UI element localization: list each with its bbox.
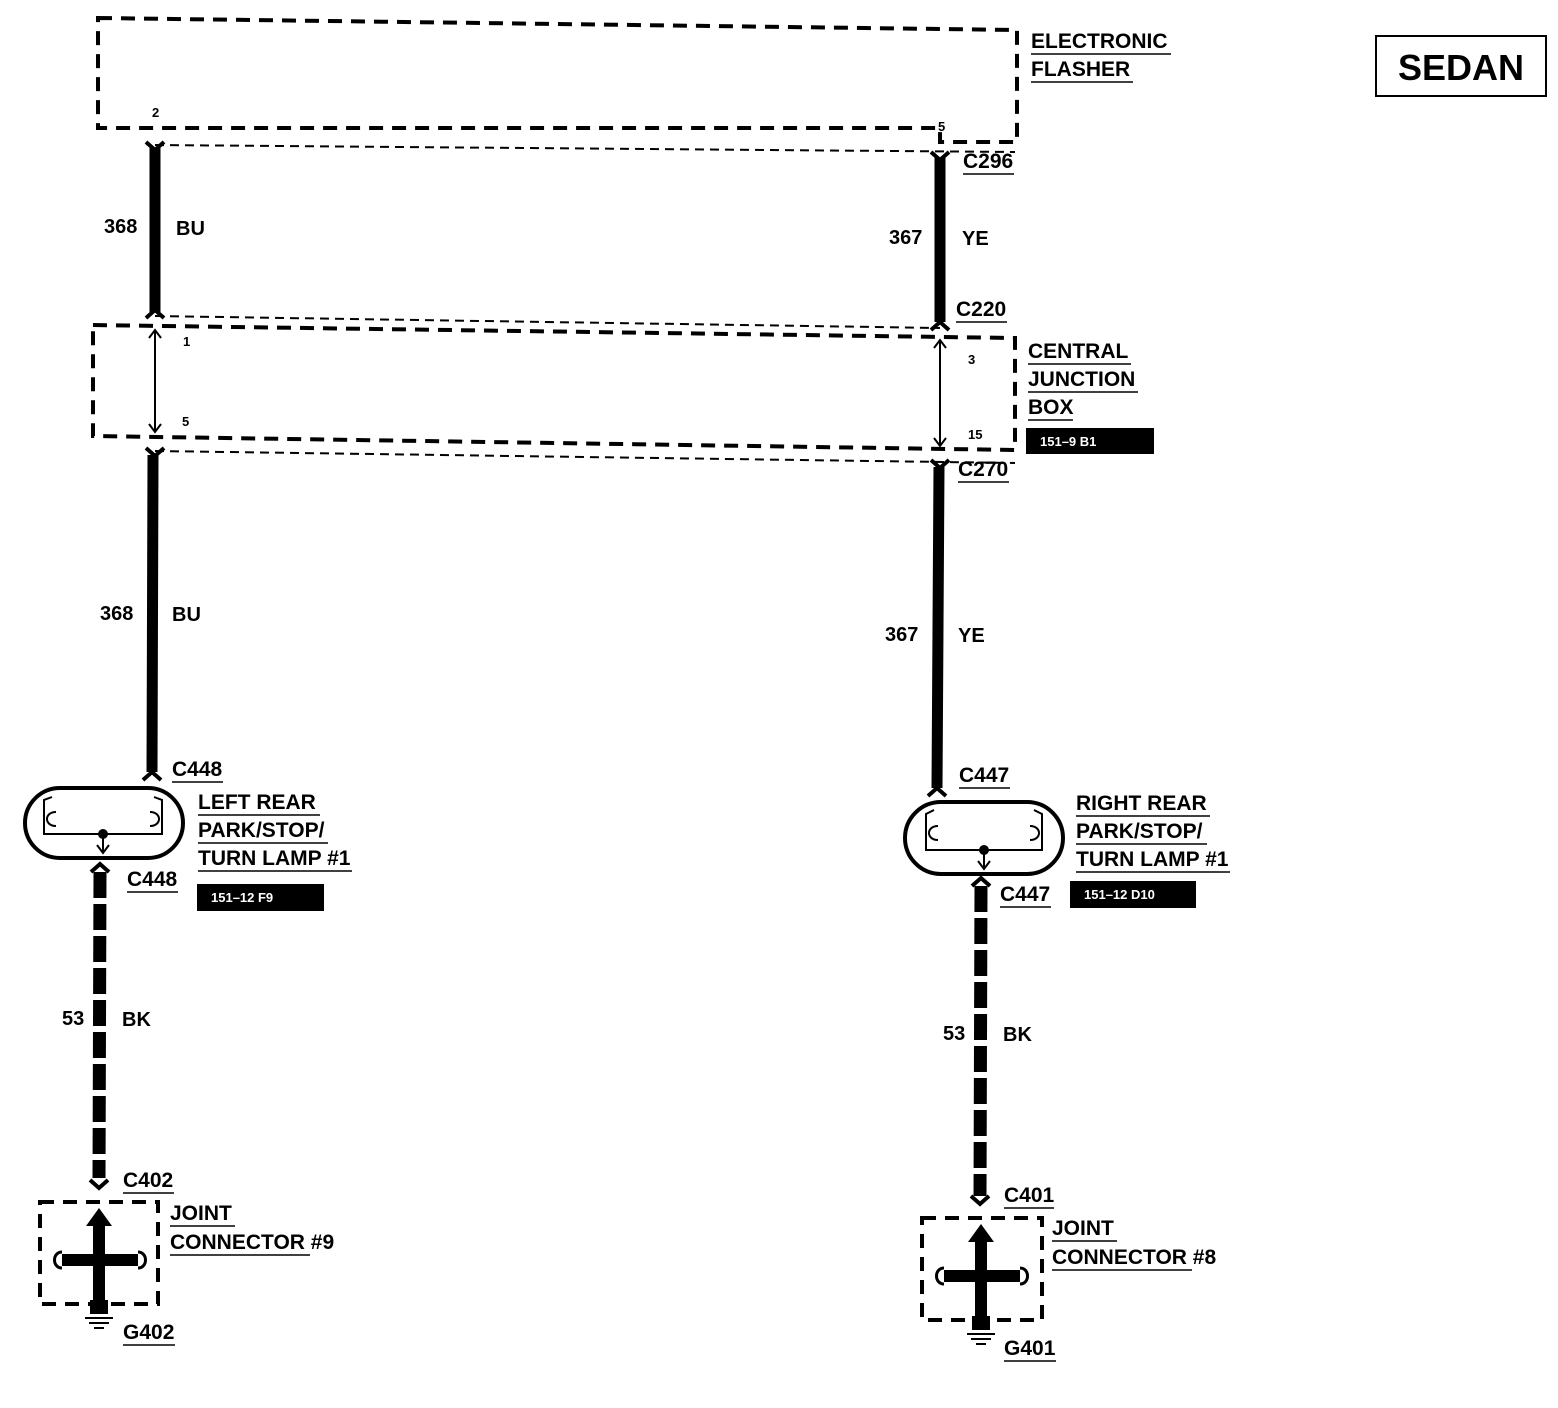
right-lamp-label-2: PARK/STOP/: [1076, 820, 1203, 843]
wire-right-lower-color: YE: [958, 625, 985, 647]
right-lamp-ref-box: [1070, 881, 1196, 908]
joint-8-label-1: JOINT: [1052, 1217, 1114, 1240]
joint-connector-8: JOINT CONNECTOR #8 G401: [920, 1216, 1216, 1362]
connector-c220: C220: [956, 298, 1006, 321]
left-rear-lamp: LEFT REAR PARK/STOP/ TURN LAMP #1 151–12…: [23, 786, 352, 911]
connector-c448-bottom: C448: [127, 868, 178, 891]
connector-c448-top: C448: [172, 758, 223, 781]
right-lamp-label-1: RIGHT REAR: [1076, 792, 1207, 815]
connector-c401: C401: [1004, 1184, 1055, 1207]
right-lamp-label-3: TURN LAMP #1: [1076, 848, 1229, 871]
flasher-label-2: FLASHER: [1031, 58, 1130, 81]
wire-left-ground-circuit: 53: [62, 1008, 84, 1030]
harness-line-c270: [154, 450, 1016, 464]
wire-right-lower: 367 YE C270 C447: [885, 458, 1010, 798]
wire-right-ground: 53 BK C447 C401: [943, 875, 1055, 1209]
central-junction-box: 1 5 3 15 CENTRAL JUNCTION BOX 151–9 B1: [91, 322, 1154, 454]
wire-right-ground-color: BK: [1003, 1024, 1032, 1046]
connector-c270: C270: [958, 458, 1008, 481]
wire-right-ground-circuit: 53: [943, 1023, 965, 1045]
flasher-pin-right: 5: [938, 119, 945, 134]
cjb-label-1: CENTRAL: [1028, 340, 1128, 363]
flasher-label-1: ELECTRONIC: [1031, 30, 1168, 53]
wire-left-ground-color: BK: [122, 1009, 151, 1031]
wire-right-upper: 367 YE C296 C220: [889, 150, 1014, 332]
electronic-flasher: ELECTRONIC FLASHER 2 5: [96, 15, 1171, 144]
left-lamp-label-2: PARK/STOP/: [198, 819, 325, 842]
connector-c447-bottom: C447: [1000, 883, 1050, 906]
ground-g402: G402: [123, 1321, 174, 1344]
joint-9-label-1: JOINT: [170, 1202, 232, 1225]
flasher-pin-left: 2: [152, 105, 159, 120]
wire-right-upper-circuit: 367: [889, 227, 922, 249]
wire-left-upper-circuit: 368: [104, 216, 137, 238]
left-lamp-ref: 151–12 F9: [211, 890, 273, 905]
cjb-label-2: JUNCTION: [1028, 368, 1135, 391]
cjb-pin-right-top: 3: [968, 352, 975, 367]
wire-left-lower-color: BU: [172, 604, 201, 626]
harness-line-c220: [154, 315, 941, 329]
connector-c402: C402: [123, 1169, 173, 1192]
joint-9-label-2: CONNECTOR #9: [170, 1231, 334, 1254]
sedan-badge-text: SEDAN: [1398, 47, 1524, 88]
cjb-pin-right-bottom: 15: [968, 427, 982, 442]
cjb-ref: 151–9 B1: [1040, 434, 1096, 449]
wire-left-upper: 368 BU: [104, 140, 205, 320]
cjb-label-3: BOX: [1028, 396, 1074, 419]
wire-right-upper-color: YE: [962, 228, 989, 250]
wire-right-lower-circuit: 367: [885, 624, 918, 646]
right-rear-lamp: RIGHT REAR PARK/STOP/ TURN LAMP #1 151–1…: [903, 792, 1230, 908]
left-lamp-ref-box: [197, 884, 324, 911]
ground-g401: G401: [1004, 1337, 1056, 1360]
right-lamp-ref: 151–12 D10: [1084, 887, 1155, 902]
connector-c447-top: C447: [959, 764, 1009, 787]
cjb-ref-box: [1026, 428, 1154, 454]
joint-connector-9: JOINT CONNECTOR #9 G402: [38, 1200, 334, 1346]
wire-left-lower-circuit: 368: [100, 603, 133, 625]
harness-line-top: [154, 144, 1016, 153]
wire-left-lower: 368 BU C448: [100, 446, 223, 783]
cjb-pin-left-top: 1: [183, 334, 190, 349]
connector-c296: C296: [963, 150, 1013, 173]
sedan-badge: SEDAN: [1375, 35, 1547, 97]
cjb-pin-left-bottom: 5: [182, 414, 189, 429]
joint-8-label-2: CONNECTOR #8: [1052, 1246, 1216, 1269]
left-lamp-label-3: TURN LAMP #1: [198, 847, 351, 870]
left-lamp-label-1: LEFT REAR: [198, 791, 316, 814]
wire-left-ground: 53 BK C448 C402: [62, 861, 178, 1194]
wire-left-upper-color: BU: [176, 218, 205, 240]
